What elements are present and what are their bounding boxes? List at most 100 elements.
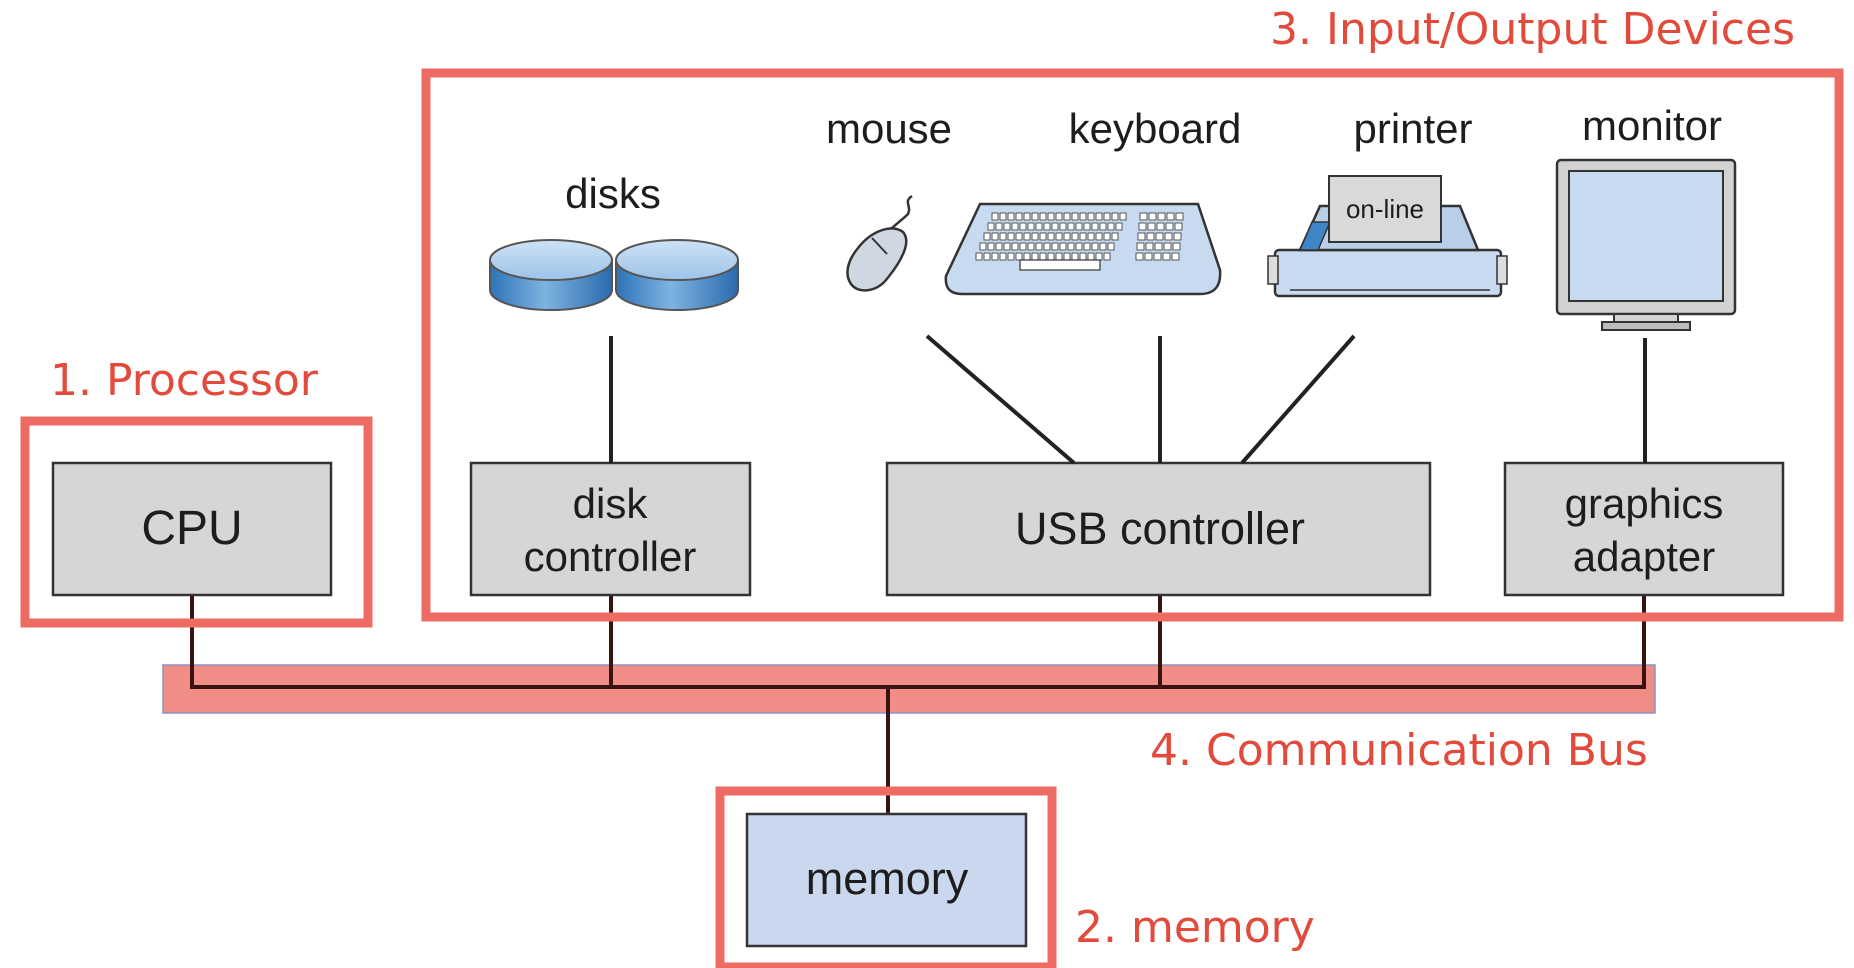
- keyboard-key: [1162, 252, 1171, 261]
- usb-controller-label: USB controller: [1015, 503, 1305, 554]
- keyboard-key: [991, 232, 999, 241]
- cpu-box: [51, 461, 333, 597]
- keyboard-key: [1147, 222, 1156, 231]
- keyboard-label: keyboard: [1069, 105, 1242, 152]
- keyboard-key: [1047, 252, 1055, 261]
- keyboard-key: [1031, 232, 1039, 241]
- keyboard-key: [1047, 212, 1055, 221]
- keyboard-key: [1059, 222, 1067, 231]
- keyboard-key: [1015, 232, 1023, 241]
- keyboard-key: [1003, 222, 1011, 231]
- keyboard-key: [1007, 232, 1015, 241]
- keyboard-key: [1139, 212, 1148, 221]
- keyboard-key: [1079, 212, 1087, 221]
- keyboard-key: [1174, 222, 1183, 231]
- keyboard-key: [1164, 232, 1173, 241]
- keyboard-key: [1137, 232, 1146, 241]
- keyboard-key: [1019, 242, 1027, 251]
- keyboard-key: [1091, 222, 1099, 231]
- processor-highlight: [20, 416, 373, 628]
- mouse-label: mouse: [826, 105, 952, 152]
- disk-controller-label-line2: controller: [524, 533, 697, 580]
- keyboard-key: [1039, 232, 1047, 241]
- keyboard-key: [1157, 212, 1166, 221]
- disks-icon: [489, 239, 739, 311]
- keyboard-key: [987, 222, 995, 231]
- keyboard-key: [1083, 222, 1091, 231]
- keyboard-key: [1087, 232, 1095, 241]
- keyboard-key: [1015, 212, 1023, 221]
- keyboard-key: [1051, 222, 1059, 231]
- keyboard-key: [1067, 222, 1075, 231]
- keyboard-key: [1099, 222, 1107, 231]
- keyboard-key: [1145, 242, 1154, 251]
- keyboard-key: [1063, 232, 1071, 241]
- keyboard-key: [999, 232, 1007, 241]
- disk-left-icon: [489, 239, 613, 311]
- keyboard-key: [987, 242, 995, 251]
- keyboard-key: [1019, 222, 1027, 231]
- keyboard-key: [1011, 242, 1019, 251]
- keyboard-key: [1059, 242, 1067, 251]
- keyboard-key: [1023, 232, 1031, 241]
- keyboard-key: [1146, 232, 1155, 241]
- keyboard-key: [1083, 242, 1091, 251]
- keyboard-key: [991, 252, 999, 261]
- printer-status-label: on-line: [1346, 194, 1424, 224]
- keyboard-key: [1067, 242, 1075, 251]
- keyboard-key: [1079, 232, 1087, 241]
- usb-controller-box: [885, 461, 1432, 597]
- keyboard-key: [1136, 242, 1145, 251]
- keyboard-key: [1173, 232, 1182, 241]
- keyboard-key: [1035, 222, 1043, 231]
- keyboard-key: [983, 252, 991, 261]
- memory-highlight: [715, 786, 1057, 968]
- keyboard-key: [1043, 242, 1051, 251]
- keyboard-key: [1055, 232, 1063, 241]
- keyboard-key: [1107, 222, 1115, 231]
- memory-label: memory: [806, 853, 969, 904]
- keyboard-key: [1027, 222, 1035, 231]
- keyboard-key: [1079, 252, 1087, 261]
- keyboard-key: [1111, 232, 1119, 241]
- keyboard-key: [1055, 212, 1063, 221]
- keyboard-key: [1107, 242, 1115, 251]
- keyboard-key: [1003, 242, 1011, 251]
- keyboard-key: [1063, 212, 1071, 221]
- keyboard-key: [1007, 252, 1015, 261]
- keyboard-key: [1135, 252, 1144, 261]
- monitor-label: monitor: [1582, 102, 1722, 149]
- keyboard-key: [1165, 222, 1174, 231]
- keyboard-key: [1039, 252, 1047, 261]
- keyboard-key: [1039, 212, 1047, 221]
- cpu-label: CPU: [141, 502, 242, 555]
- keyboard-key: [1155, 232, 1164, 241]
- keyboard-key: [995, 242, 1003, 251]
- keyboard-key: [1172, 242, 1181, 251]
- keyboard-key: [1148, 212, 1157, 221]
- keyboard-key: [1063, 252, 1071, 261]
- graphics-adapter-label-line1: graphics: [1565, 480, 1724, 527]
- keyboard-key: [995, 222, 1003, 231]
- keyboard-key: [1047, 232, 1055, 241]
- keyboard-key: [1099, 242, 1107, 251]
- keyboard-icon: [944, 202, 1222, 296]
- keyboard-key: [1015, 252, 1023, 261]
- keyboard-key: [1075, 222, 1083, 231]
- keyboard-key: [999, 252, 1007, 261]
- disk-right-icon: [615, 239, 739, 311]
- processor-annotation: 1. Processor: [50, 355, 319, 406]
- keyboard-key: [1144, 252, 1153, 261]
- keyboard-key: [1071, 212, 1079, 221]
- keyboard-key: [1031, 212, 1039, 221]
- keyboard-key: [1023, 212, 1031, 221]
- memory-box: [745, 812, 1028, 948]
- printer-icon: [1267, 175, 1508, 298]
- keyboard-key: [1027, 242, 1035, 251]
- keyboard-key: [1007, 212, 1015, 221]
- keyboard-key: [991, 212, 999, 221]
- mouse-wire: [925, 334, 1076, 465]
- keyboard-key: [1166, 212, 1175, 221]
- keyboard-key: [1154, 242, 1163, 251]
- io-devices-highlight: [421, 68, 1844, 622]
